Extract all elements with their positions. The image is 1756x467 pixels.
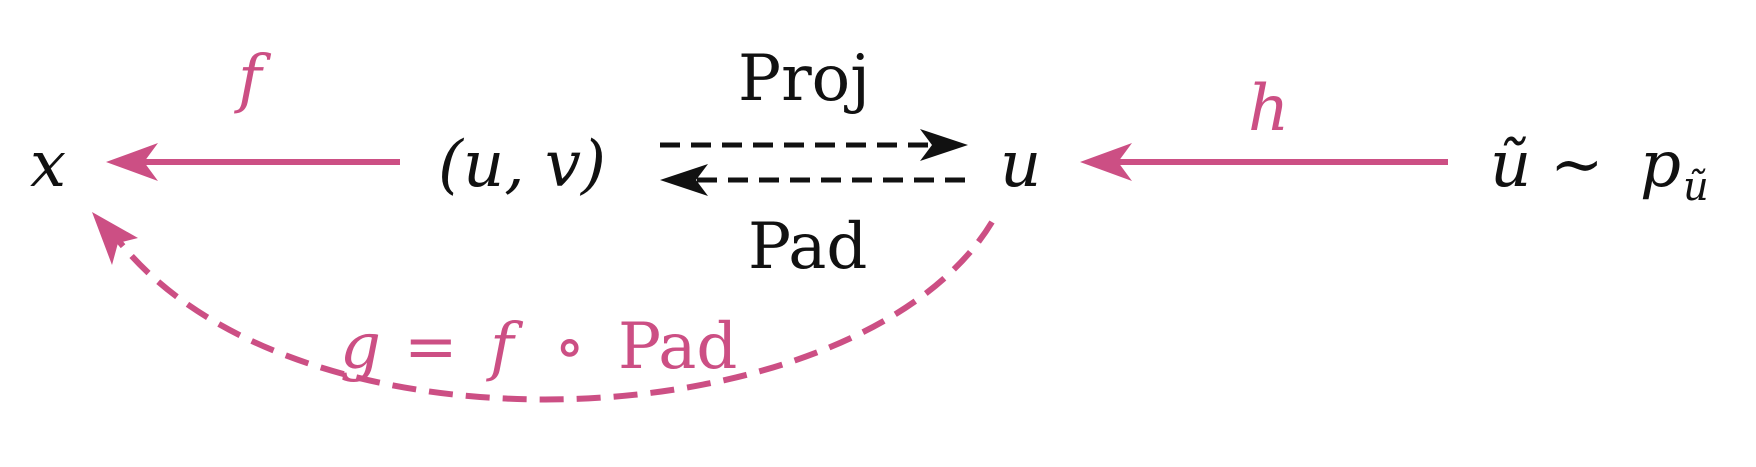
edge-pad: Pad	[660, 164, 965, 284]
edge-f-label: f	[234, 42, 272, 116]
edge-proj-arrowhead	[920, 129, 968, 161]
distribution-subscript: ũ	[1683, 164, 1709, 210]
edge-pad-arrowhead	[660, 164, 708, 196]
edge-g-label: g = f ∘ Pad	[340, 310, 737, 384]
edge-g-label-eq: =	[404, 310, 458, 384]
distribution-p: p	[1640, 128, 1681, 202]
edge-g-curve	[115, 220, 995, 403]
edge-f: f	[106, 42, 400, 181]
edge-proj: Proj	[660, 42, 968, 161]
edge-g-label-f: f	[486, 310, 524, 384]
edge-g-label-compose: ∘	[554, 310, 585, 384]
node-x: x	[30, 128, 66, 202]
edge-pad-label: Pad	[748, 210, 867, 284]
node-u-tilde-distribution: ũ ∼ p ũ	[1490, 128, 1709, 210]
node-u: u	[1000, 128, 1041, 202]
sim-symbol: ∼	[1550, 128, 1604, 202]
edge-h-label: h	[1248, 72, 1289, 146]
edge-g-label-var: g	[340, 310, 381, 384]
edge-h: h	[1080, 72, 1448, 181]
edge-h-arrowhead	[1080, 143, 1132, 181]
edge-proj-label: Proj	[738, 42, 870, 116]
edge-f-arrowhead	[106, 143, 158, 181]
node-u-tilde: ũ	[1490, 128, 1531, 202]
edge-g-arrowhead	[92, 212, 138, 265]
node-uv: (u, v)	[438, 128, 606, 202]
edge-g-label-pad: Pad	[618, 310, 737, 384]
